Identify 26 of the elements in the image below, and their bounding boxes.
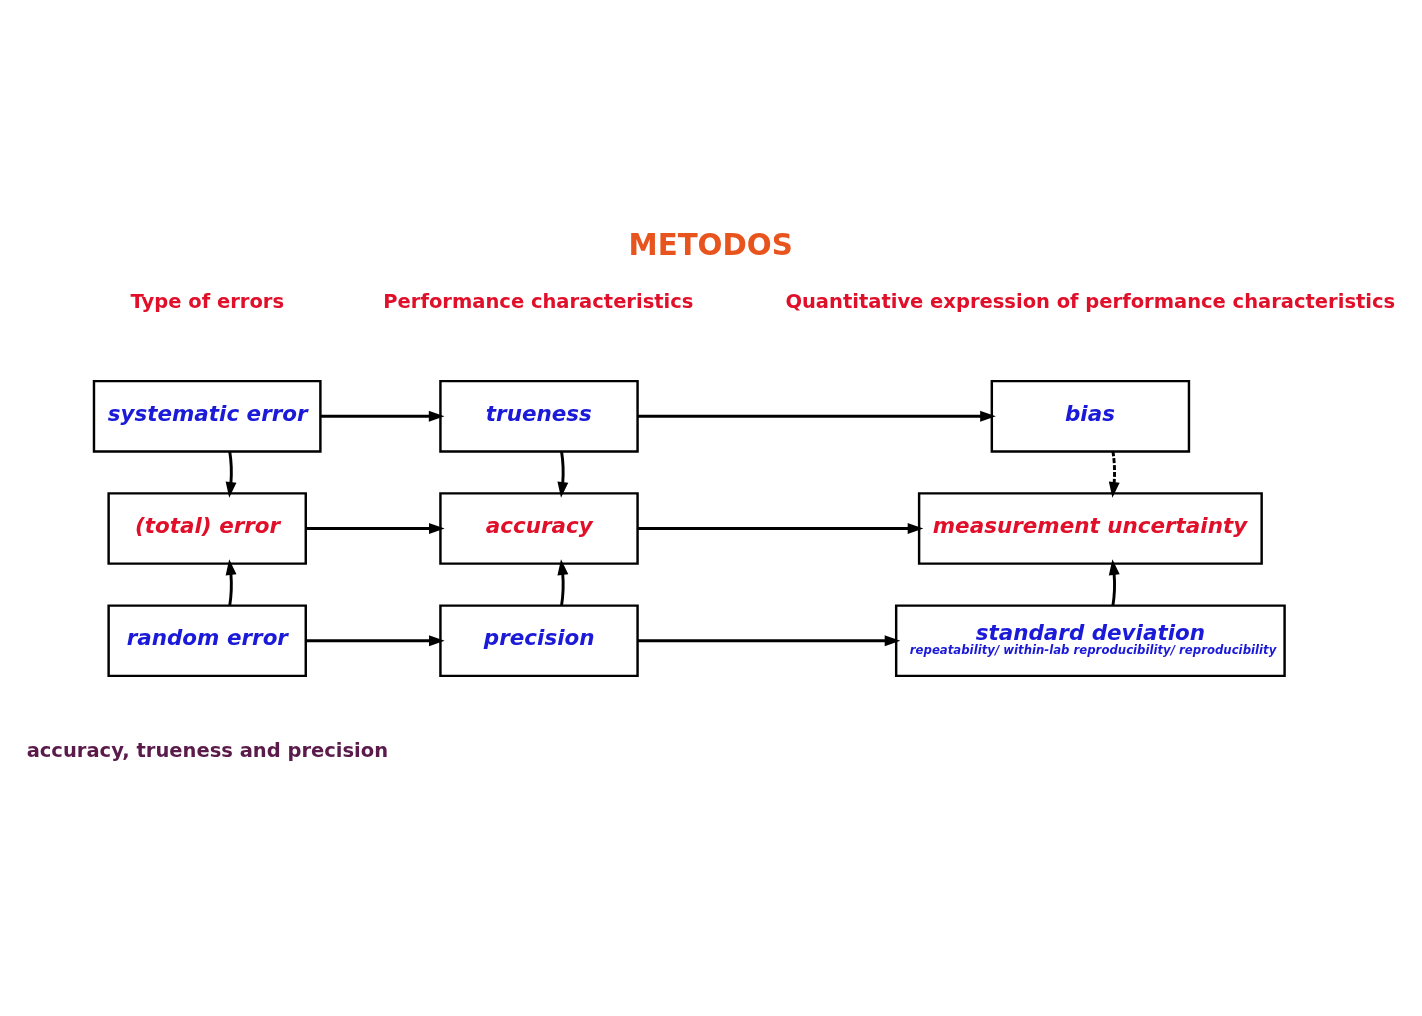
label: Type of errors (130, 289, 284, 313)
label: Performance characteristics (383, 289, 694, 313)
arrow (637, 410, 996, 422)
node-box: random error (107, 603, 307, 677)
node-box: (total) error (107, 491, 307, 565)
arrow (637, 634, 901, 646)
caption: accuracy, trueness and precision (26, 738, 389, 762)
arrow (637, 522, 924, 534)
diagram-title: METODOS (628, 227, 793, 262)
node-box: precision (439, 603, 639, 677)
arrow (1108, 450, 1120, 498)
arrow (320, 410, 445, 422)
node-box: trueness (439, 379, 639, 453)
arrow (557, 450, 569, 498)
arrow (1108, 558, 1120, 606)
arrow (306, 522, 445, 534)
arrow (225, 558, 237, 606)
node-box: systematic error (92, 379, 322, 453)
arrow (306, 634, 445, 646)
arrow (557, 558, 569, 606)
node-box: accuracy (439, 491, 639, 565)
node-box: measurement uncertainty (917, 491, 1263, 565)
node-box: standard deviation repeatability/ within-lab reproducibility/ reproducibility (894, 603, 1286, 677)
label: Quantitative expression of performance characteristics (785, 289, 1396, 313)
node-box: bias (990, 379, 1191, 453)
arrow (225, 450, 237, 498)
